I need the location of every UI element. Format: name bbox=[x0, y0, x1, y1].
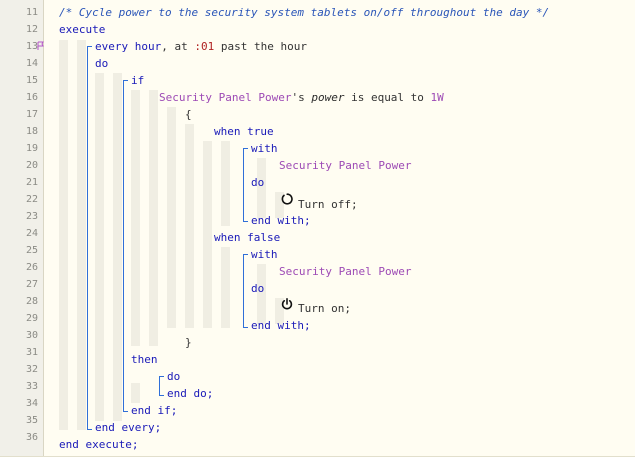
line-number: 21 bbox=[25, 177, 38, 188]
line-number: 28 bbox=[25, 296, 38, 307]
comparison-text: is equal to bbox=[344, 91, 431, 104]
compare-value: 1W bbox=[430, 91, 444, 104]
line-number: 24 bbox=[25, 228, 38, 239]
device-name: Security Panel Power bbox=[279, 265, 412, 278]
power-on-icon bbox=[281, 298, 293, 310]
indent-guide bbox=[113, 73, 122, 421]
with-off-block-bracket bbox=[243, 148, 248, 222]
line-number: 13 bbox=[25, 41, 38, 52]
line-number-gutter bbox=[0, 0, 44, 456]
end-with-keyword: end with; bbox=[251, 319, 311, 332]
line-number: 27 bbox=[25, 279, 38, 290]
indent-guide bbox=[59, 40, 68, 430]
end-execute-keyword: end execute; bbox=[59, 438, 139, 451]
then-do-block-bracket bbox=[159, 376, 164, 396]
line-number: 19 bbox=[25, 143, 38, 154]
line-number: 31 bbox=[25, 347, 38, 358]
if-keyword: if bbox=[131, 74, 145, 87]
attribute-name: power bbox=[311, 91, 345, 104]
indent-guide bbox=[203, 141, 212, 328]
end-do-keyword: end do; bbox=[167, 387, 214, 400]
indent-guide bbox=[257, 264, 266, 324]
with-keyword: with bbox=[251, 142, 278, 155]
do-keyword: do bbox=[251, 176, 265, 189]
line-number: 12 bbox=[25, 24, 38, 35]
do-keyword: do bbox=[167, 370, 181, 383]
if-block-bracket bbox=[123, 80, 128, 412]
line-number: 32 bbox=[25, 364, 38, 375]
then-keyword: then bbox=[131, 353, 158, 366]
power-off-icon bbox=[281, 193, 293, 205]
line-number: 35 bbox=[25, 415, 38, 426]
past-hour-text: past the hour bbox=[214, 40, 307, 53]
at-value: :01 bbox=[194, 40, 215, 53]
line-number: 29 bbox=[25, 313, 38, 324]
line-number: 18 bbox=[25, 126, 38, 137]
indent-guide bbox=[257, 158, 266, 218]
line-number: 34 bbox=[25, 398, 38, 409]
indent-guide bbox=[185, 124, 194, 328]
device-name: Security Panel Power bbox=[279, 159, 412, 172]
indent-guide bbox=[149, 90, 158, 346]
turn-off-command[interactable]: Turn off; bbox=[298, 198, 358, 211]
every-keyword: every hour bbox=[95, 40, 162, 53]
line-number: 26 bbox=[25, 262, 38, 273]
line-number: 36 bbox=[25, 432, 38, 443]
line-number: 20 bbox=[25, 160, 38, 171]
indent-guide bbox=[131, 90, 140, 346]
at-text: , at bbox=[161, 40, 195, 53]
indent-guide bbox=[95, 73, 104, 421]
end-every-keyword: end every; bbox=[95, 421, 162, 434]
with-keyword: with bbox=[251, 248, 278, 261]
every-block-bracket bbox=[87, 46, 92, 430]
possessive-text: 's bbox=[291, 91, 312, 104]
indent-guide bbox=[221, 247, 230, 328]
code-comment: /* Cycle power to the security system ta… bbox=[59, 6, 550, 19]
indent-guide bbox=[221, 141, 230, 226]
line-number: 30 bbox=[25, 330, 38, 341]
indent-guide bbox=[131, 383, 140, 403]
line-number: 23 bbox=[25, 211, 38, 222]
when-false-keyword: when false bbox=[214, 231, 281, 244]
line-number: 25 bbox=[25, 245, 38, 256]
indent-guide bbox=[77, 40, 86, 430]
do-keyword: do bbox=[251, 282, 265, 295]
line-number: 11 bbox=[25, 7, 38, 18]
indent-guide bbox=[275, 192, 284, 218]
line-number: 17 bbox=[25, 109, 38, 120]
device-name: Security Panel Power bbox=[159, 91, 292, 104]
line-number: 14 bbox=[25, 58, 38, 69]
turn-on-command[interactable]: Turn on; bbox=[298, 302, 351, 315]
execute-keyword: execute bbox=[59, 23, 106, 36]
indent-guide bbox=[275, 298, 284, 324]
line-number: 22 bbox=[25, 194, 38, 205]
close-brace: } bbox=[185, 336, 192, 349]
do-keyword: do bbox=[95, 57, 109, 70]
condition-line[interactable]: Security Panel Power's power is equal to… bbox=[159, 89, 444, 106]
with-on-block-bracket bbox=[243, 254, 248, 328]
every-hour-line[interactable]: every hour, at :01 past the hour bbox=[95, 38, 307, 55]
end-if-keyword: end if; bbox=[131, 404, 178, 417]
line-number: 16 bbox=[25, 92, 38, 103]
open-brace: { bbox=[185, 108, 192, 121]
when-true-keyword: when true bbox=[214, 125, 274, 138]
indent-guide bbox=[167, 107, 176, 328]
line-number: 15 bbox=[25, 75, 38, 86]
end-with-keyword: end with; bbox=[251, 214, 311, 227]
flag-marker-icon[interactable] bbox=[37, 41, 45, 51]
line-number: 33 bbox=[25, 381, 38, 392]
